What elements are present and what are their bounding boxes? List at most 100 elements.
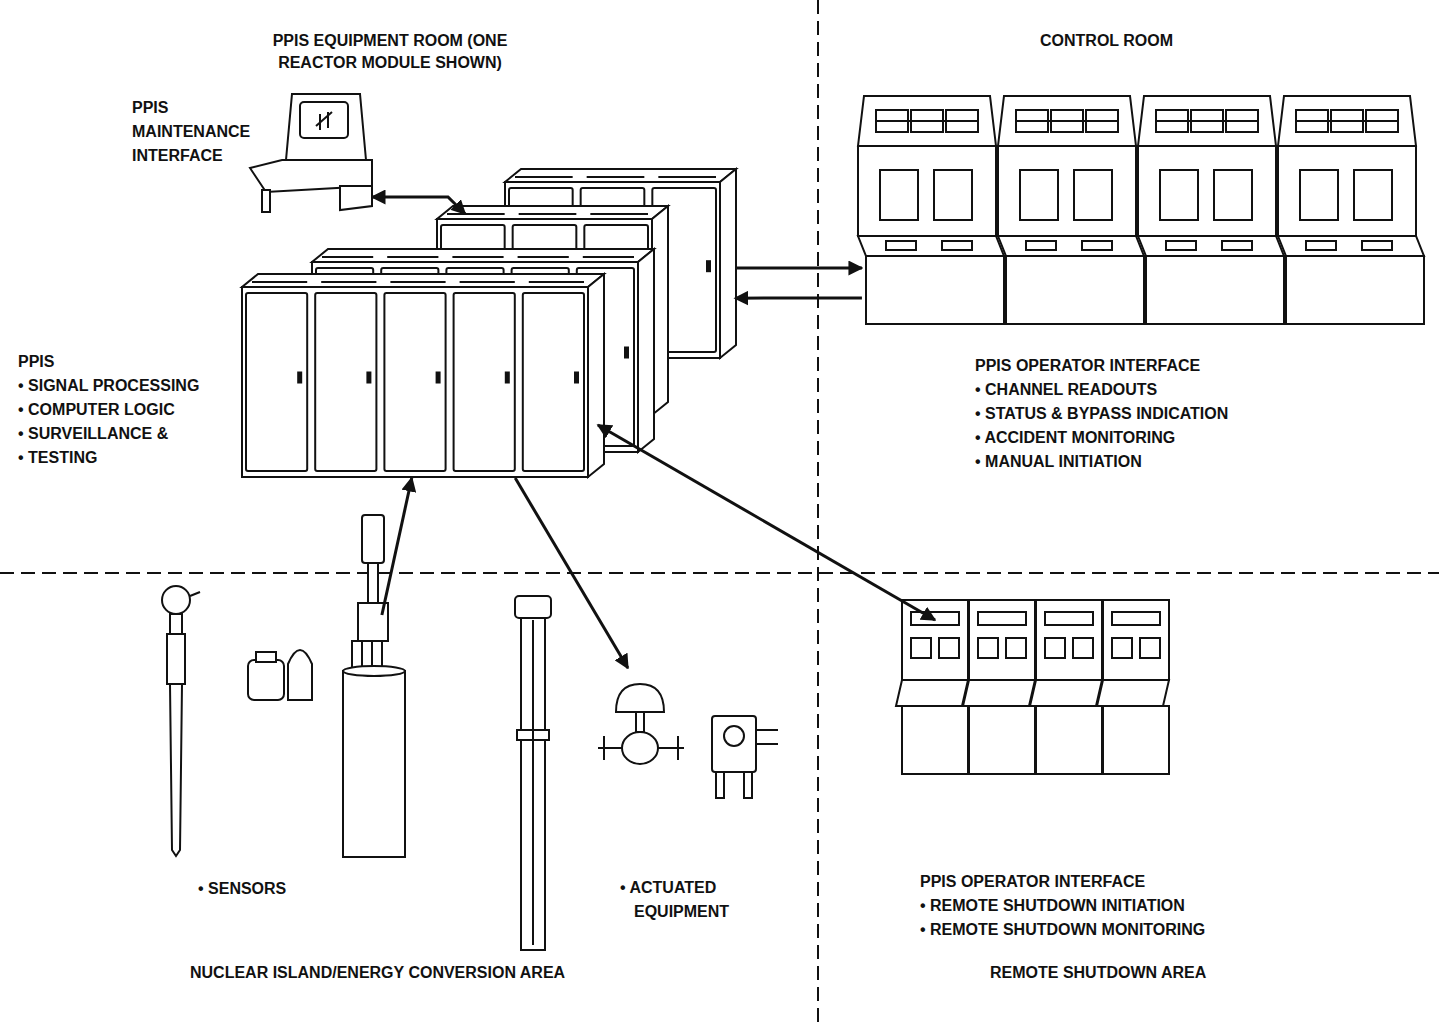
console-face [858,146,996,236]
cabinet-row [242,274,604,477]
drive-seam [532,620,534,945]
panel-readout [1112,612,1160,625]
terminal-monitor [286,94,366,160]
drive-cap [515,596,551,618]
cabinet-top [437,206,668,219]
console-base [866,256,1004,324]
desk-control [1306,241,1336,250]
motor-leg [744,772,752,798]
area-heading: PPIS EQUIPMENT ROOM (ONE REACTOR MODULE … [240,30,540,74]
consoles [858,96,1424,774]
cabinet-vent [447,213,505,215]
node-text-block: PPIS OPERATOR INTERFACE• CHANNEL READOUT… [975,354,1305,474]
panel-readout [978,612,1026,625]
console-base [1006,256,1144,324]
cabinet-top [505,169,736,182]
node-text-block: PPIS• SIGNAL PROCESSING• COMPUTER LOGIC•… [18,350,238,470]
motor-leg [716,772,724,798]
console-screen [1300,170,1338,220]
panel-base [1036,706,1102,774]
console-section [1138,96,1284,324]
node-heading: PPIS OPERATOR INTERFACE [975,354,1305,378]
actuated-pictures [515,596,778,950]
node-item: • STATUS & BYPASS INDICATION [975,402,1305,426]
cabinet-door [384,293,445,471]
panel-desk [1097,680,1169,706]
panel-face [1103,600,1169,680]
terminal-leg [340,186,372,210]
console-screen [934,170,972,220]
node-heading: PPIS MAINTENANCE INTERFACE [132,96,264,168]
panel-base [902,706,968,774]
cabinet-rows [242,169,736,477]
valve-body [622,732,658,764]
panel-section [963,600,1035,774]
panel-window [978,638,998,658]
thermocouple-body [167,634,185,684]
cabinet-front [242,287,588,477]
panel-base [1103,706,1169,774]
console-base [1286,256,1424,324]
console-screen [1354,170,1392,220]
panel-window [1045,638,1065,658]
cabinet-vent [452,256,503,258]
cabinet-vent [590,213,648,215]
door-handle [625,348,628,358]
panel-face [1036,600,1102,680]
console-desk [1138,236,1284,256]
panel-section [1030,600,1102,774]
cabinet-vent [321,281,376,283]
maintenance-terminal [250,94,372,212]
valve-actuator [616,684,664,712]
detector-body [343,671,405,857]
cabinet-door [315,293,376,471]
node-item: • REMOTE SHUTDOWN INITIATION [920,894,1300,918]
console-screen [1074,170,1112,220]
cabinet-vent [587,176,645,178]
window-rule [876,120,978,122]
panel-window [911,638,931,658]
node-item: • ACCIDENT MONITORING [975,426,1305,450]
node-item: • SURVEILLANCE & [18,422,238,446]
motor-operator [712,716,756,772]
node-item: • COMPUTER LOGIC [18,398,238,422]
console-section [998,96,1144,324]
console-hood [1278,96,1416,146]
valve-pipe [598,747,622,749]
node-heading: PPIS OPERATOR INTERFACE [920,870,1300,894]
cabinet-vent [515,176,573,178]
console-screen [1020,170,1058,220]
area-divider [817,0,819,1025]
panel-window [1073,638,1093,658]
area-heading: NUCLEAR ISLAND/ENERGY CONVERSION AREA [190,962,670,984]
console-base [1146,256,1284,324]
cabinet-vent [583,256,634,258]
panel-window [1112,638,1132,658]
valve-stem [636,712,644,732]
pressure-transmitter [288,650,312,700]
cabinet-side [638,249,654,452]
desk-control [886,241,916,250]
cabinet-vent [387,256,438,258]
console-hood [998,96,1136,146]
signal-arrow [382,478,412,615]
node-text-block: • SENSORS [198,877,358,901]
panel-section [1097,600,1169,774]
console-section [858,96,1004,324]
detector-cap [343,666,405,676]
node-text-block: • ACTUATED EQUIPMENT [620,876,770,924]
console-desk [998,236,1144,256]
control-rod-drive [521,610,545,950]
cabinet-top [242,274,604,287]
console-desk [1278,236,1424,256]
signal-arrow [515,478,628,668]
area-heading: REMOTE SHUTDOWN AREA [990,962,1290,984]
signal-arrow [735,297,862,300]
thermocouple-probe [170,684,182,856]
node-text-block: PPIS OPERATOR INTERFACE• REMOTE SHUTDOWN… [920,870,1300,942]
valve-flange [677,736,679,760]
node-item: • MANUAL INITIATION [975,450,1305,474]
thermocouple-fitting [170,614,182,634]
sensor-node: • SENSORS [150,505,412,860]
